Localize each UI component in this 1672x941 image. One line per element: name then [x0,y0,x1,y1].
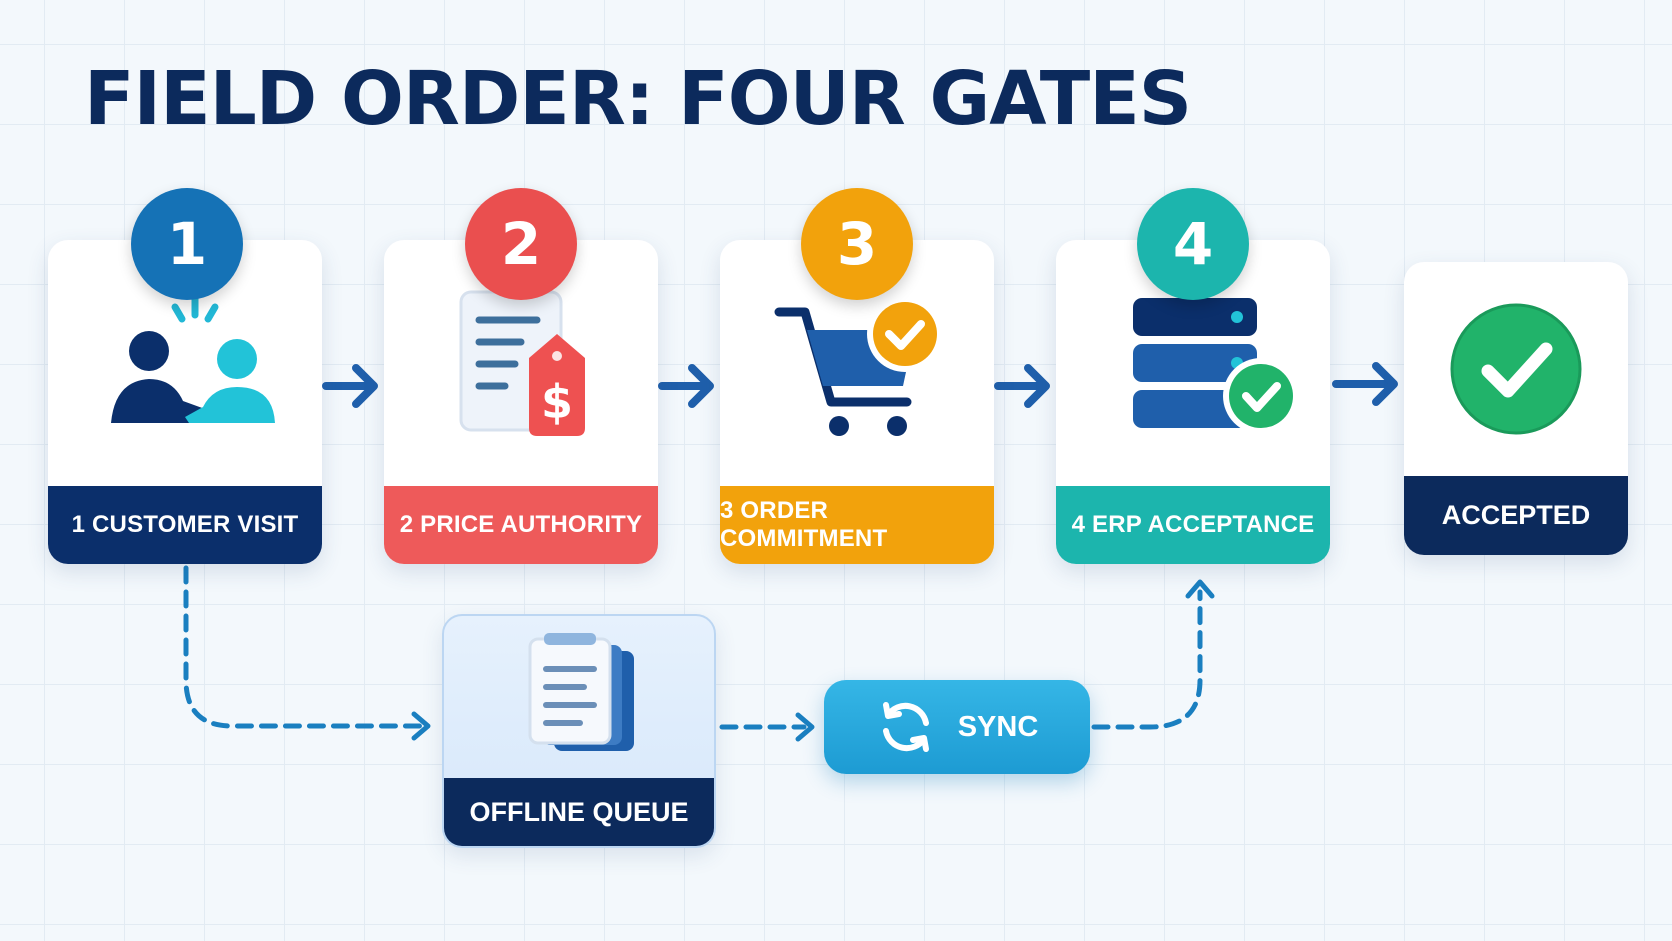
gate-number-badge: 3 [801,188,913,300]
sync-icon [876,697,936,757]
gate-label: 2 PRICE AUTHORITY [384,486,658,564]
price-tag-document-icon: $ [384,240,658,486]
gate-label: 4 ERP ACCEPTANCE [1056,486,1330,564]
gate-label: 1 CUSTOMER VISIT [48,486,322,564]
dashed-offline-path [183,565,1215,742]
document-stack-icon [444,616,714,782]
page-title: FIELD ORDER: FOUR GATES [84,56,1192,142]
gate-label: 3 ORDER COMMITMENT [720,486,994,564]
gate-card-price-authority: $ 2 PRICE AUTHORITY [384,240,658,564]
arrow-3-4 [994,364,1050,408]
svg-text:$: $ [541,375,573,429]
accepted-label: ACCEPTED [1404,476,1628,555]
gate-number-badge: 4 [1137,188,1249,300]
handshake-icon [48,240,322,486]
gate-number-badge: 1 [131,188,243,300]
sync-box: SYNC [824,680,1090,774]
check-circle-icon [1404,262,1628,476]
arrow-2-3 [658,364,714,408]
gate-number-badge: 2 [465,188,577,300]
accepted-card: ACCEPTED [1404,262,1628,555]
offline-queue-label: OFFLINE QUEUE [444,778,714,846]
arrow-4-accepted [1332,362,1398,406]
arrow-1-2 [322,364,378,408]
sync-label: SYNC [957,710,1039,743]
offline-queue-card: OFFLINE QUEUE [442,614,716,848]
gate-card-customer-visit: 1 CUSTOMER VISIT [48,240,322,564]
server-check-icon [1056,240,1330,486]
cart-check-icon [720,240,994,486]
